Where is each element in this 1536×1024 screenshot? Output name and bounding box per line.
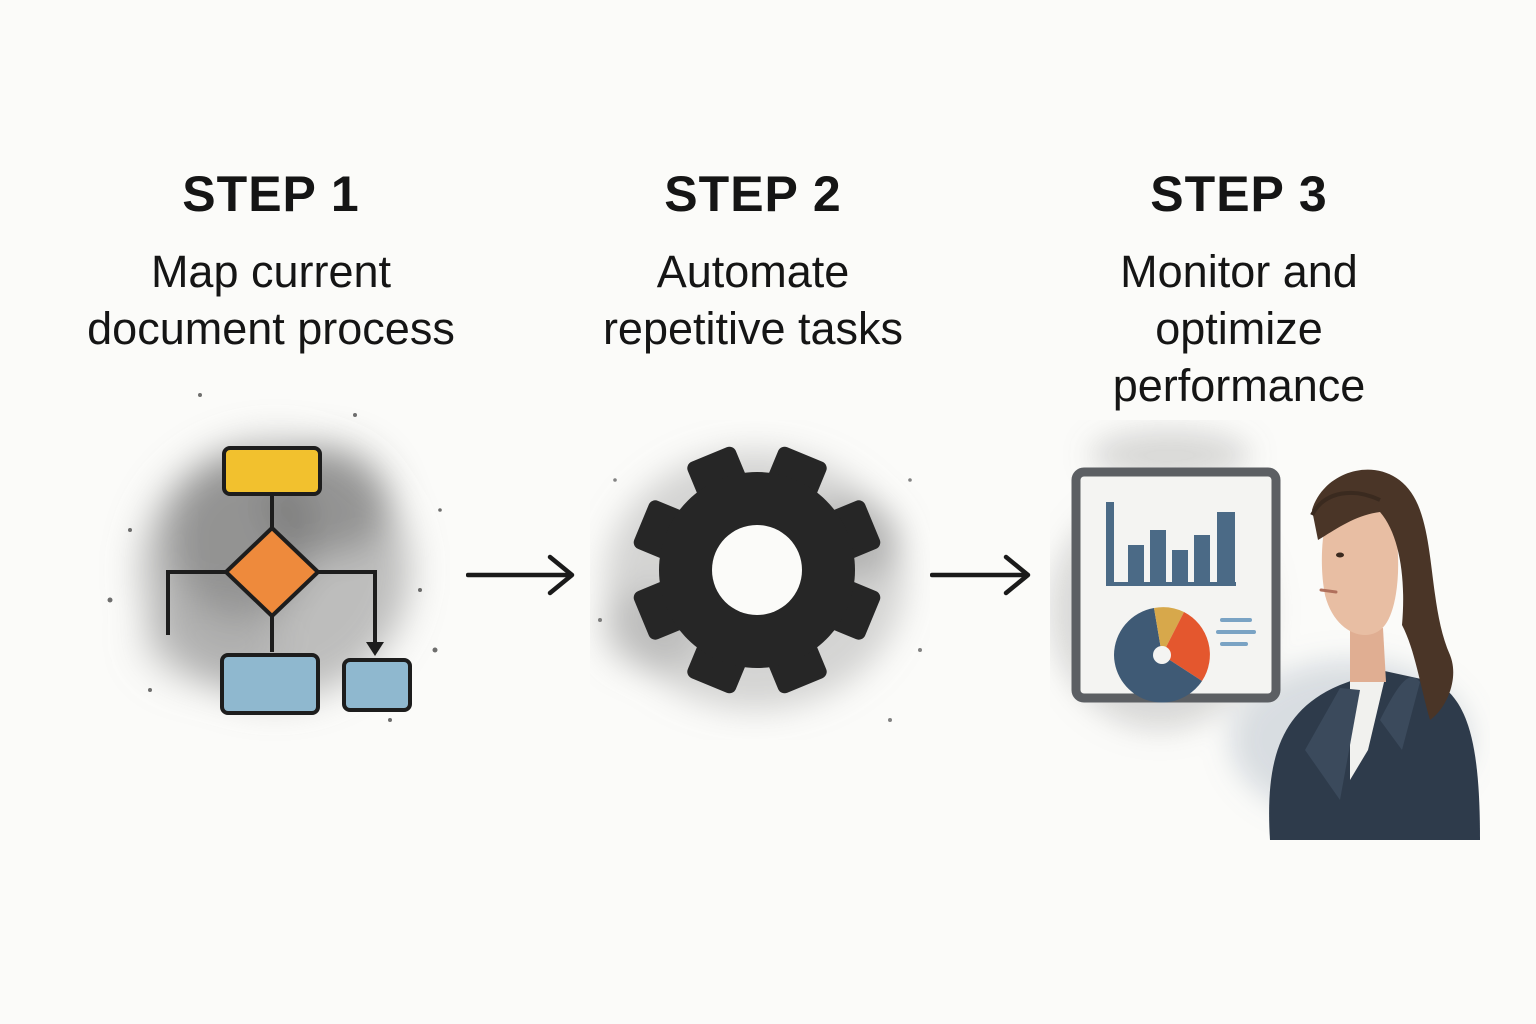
step-3-description-line: optimize [1155, 303, 1323, 354]
step-2-description: Automate repetitive tasks [523, 243, 983, 357]
step-2-description-line: Automate [656, 246, 850, 297]
dashboard-person-icon [1050, 430, 1480, 840]
flowchart-icon [107, 393, 442, 722]
gear-hole [712, 525, 802, 615]
step-3-title: STEP 3 [1150, 166, 1328, 222]
step-2-description-line: repetitive tasks [602, 303, 904, 354]
step-1-description: Map current document process [41, 243, 501, 357]
businesswoman [1269, 469, 1480, 840]
step-2-title: STEP 2 [664, 166, 842, 222]
flowchart-start-box [222, 446, 322, 496]
step-1-description-line: Map current [150, 246, 392, 297]
ink-dots [598, 478, 922, 722]
ink-dots [107, 393, 442, 722]
step-1-description-line: document process [87, 303, 455, 354]
gear-icon [598, 446, 922, 722]
legend-lines [1216, 618, 1256, 646]
step-1-title: STEP 1 [182, 166, 360, 222]
arrow-right-icon [466, 554, 575, 596]
flowchart-bottom-box-left [220, 653, 320, 715]
flowchart-bottom-box-right [342, 658, 412, 712]
bar-chart [1106, 502, 1236, 586]
pie-chart [1114, 607, 1210, 703]
step-3-description: Monitor and optimize performance [1009, 243, 1469, 414]
step-3-description-line: Monitor and [1120, 246, 1358, 297]
arrow-right-icon [930, 554, 1031, 596]
step-3-description-line: performance [1112, 360, 1366, 411]
